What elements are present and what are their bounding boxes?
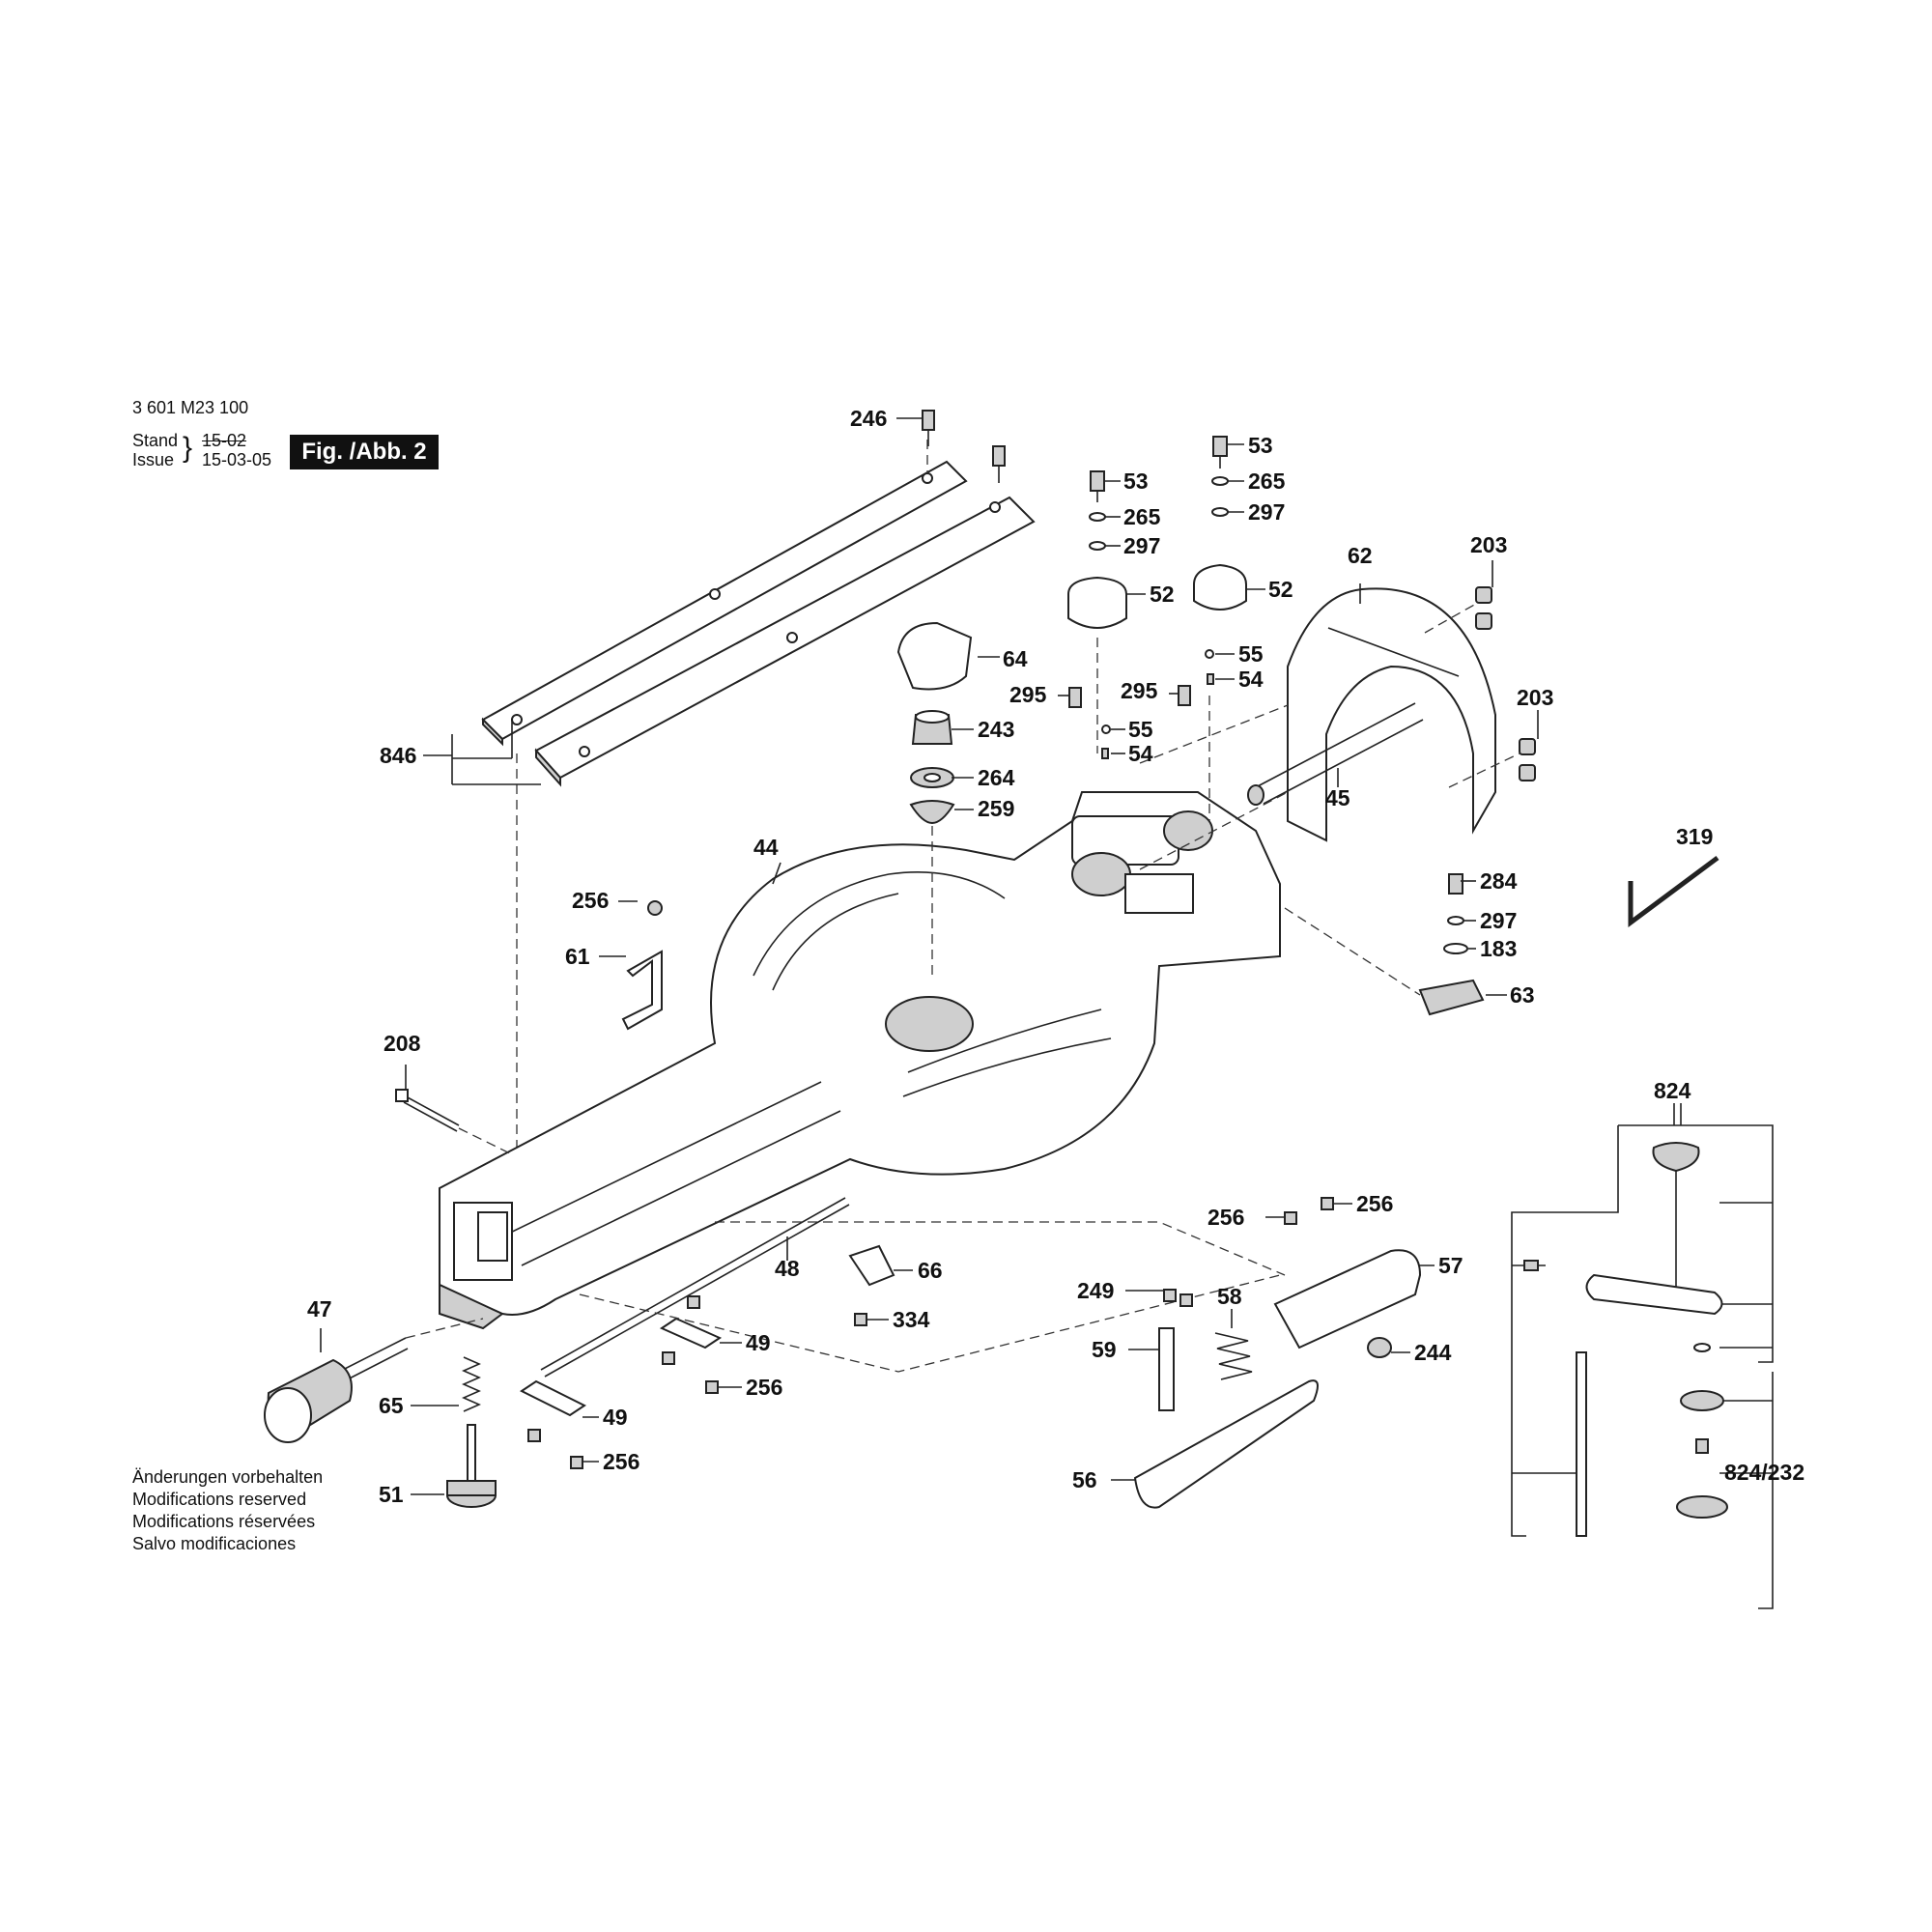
washer-264 <box>910 767 954 788</box>
note-de: Änderungen vorbehalten <box>132 1467 324 1487</box>
screws-256-249 <box>1163 1197 1334 1307</box>
callout-64: 64 <box>1003 646 1028 671</box>
clamp-assembly-824 <box>1511 1124 1774 1609</box>
washer-259 <box>909 800 955 825</box>
callout-249: 249 <box>1077 1278 1114 1303</box>
callout-59: 59 <box>1092 1337 1117 1362</box>
base-44 <box>439 791 1281 1330</box>
callouts: 246 846 64 243 264 259 53 265 297 52 53 … <box>307 406 1804 1507</box>
callout-49b: 49 <box>603 1405 628 1430</box>
callout-57: 57 <box>1438 1253 1463 1278</box>
brace-glyph: } <box>183 432 193 464</box>
handle-47 <box>264 1337 409 1443</box>
callout-295b: 295 <box>1121 678 1158 703</box>
bracket-59 <box>1158 1327 1175 1411</box>
bracket-61 <box>621 900 663 1031</box>
leader-lines <box>320 417 1682 1495</box>
callout-55b: 55 <box>1128 717 1153 742</box>
bearing-stack-left <box>1067 470 1127 759</box>
callout-53a: 53 <box>1123 469 1149 494</box>
rod-48 <box>540 1197 850 1378</box>
clamp-stack-63 <box>1418 873 1485 1016</box>
callout-54a: 54 <box>1238 667 1264 692</box>
callout-297a: 297 <box>1123 533 1160 558</box>
callout-824-232: 824/232 <box>1724 1460 1804 1485</box>
callout-297b: 297 <box>1248 499 1285 525</box>
callout-63: 63 <box>1510 982 1535 1008</box>
callout-246: 246 <box>850 406 887 431</box>
modification-notes: Änderungen vorbehalten Modifications res… <box>132 1466 323 1555</box>
callout-66: 66 <box>918 1258 943 1283</box>
note-en: Modifications reserved <box>132 1490 307 1509</box>
callout-244: 244 <box>1414 1340 1452 1365</box>
callout-203a: 203 <box>1470 532 1507 557</box>
callout-52a: 52 <box>1150 582 1175 607</box>
callout-265b: 265 <box>1248 469 1286 494</box>
callout-824: 824 <box>1654 1078 1691 1103</box>
bearing-stack-right <box>1178 436 1247 706</box>
callout-56: 56 <box>1072 1467 1097 1492</box>
callout-256d: 256 <box>1208 1205 1244 1230</box>
bevel-scale-62 <box>1287 587 1496 842</box>
screw-334 <box>854 1313 867 1326</box>
spring-58 <box>1214 1332 1253 1380</box>
note-fr: Modifications réservées <box>132 1512 316 1531</box>
callout-208: 208 <box>384 1031 421 1056</box>
callout-259: 259 <box>978 796 1014 821</box>
screws-203 <box>1475 586 1536 781</box>
plates-49 <box>520 1295 723 1469</box>
callout-44: 44 <box>753 835 779 860</box>
callout-45: 45 <box>1325 785 1350 810</box>
bracket-66 <box>848 1244 895 1287</box>
callout-62: 62 <box>1348 543 1373 568</box>
spring-65 <box>462 1356 481 1412</box>
callout-264: 264 <box>978 765 1015 790</box>
callout-284: 284 <box>1480 868 1518 894</box>
callout-48: 48 <box>775 1256 800 1281</box>
fence-rail-846 <box>481 460 1036 787</box>
callout-256b: 256 <box>746 1375 782 1400</box>
callout-203b: 203 <box>1517 685 1553 710</box>
note-es: Salvo modificaciones <box>132 1534 297 1553</box>
callout-256a: 256 <box>572 888 609 913</box>
callout-61: 61 <box>565 944 590 969</box>
guide-57 <box>1273 1249 1422 1358</box>
screw-top-rail <box>992 445 1006 483</box>
screw-246 <box>922 410 935 446</box>
callout-846: 846 <box>380 743 416 768</box>
callout-334: 334 <box>893 1307 930 1332</box>
knob-51 <box>446 1424 497 1508</box>
callout-53b: 53 <box>1248 433 1273 458</box>
callout-265a: 265 <box>1123 504 1161 529</box>
callout-183: 183 <box>1480 936 1517 961</box>
callout-319: 319 <box>1676 824 1713 849</box>
callout-51: 51 <box>379 1482 404 1507</box>
callout-52b: 52 <box>1268 577 1293 602</box>
cover-64 <box>896 621 973 691</box>
callout-55a: 55 <box>1238 641 1264 667</box>
nut-243 <box>911 710 953 745</box>
callout-297c: 297 <box>1480 908 1517 933</box>
callout-256e: 256 <box>1356 1191 1393 1216</box>
stand-date: 15-02 <box>202 431 247 450</box>
bolt-208 <box>395 1089 460 1132</box>
callout-58: 58 <box>1217 1284 1242 1309</box>
figure-label: Fig. /Abb. 2 <box>290 435 439 469</box>
callout-49a: 49 <box>746 1330 771 1355</box>
part-number: 3 601 M23 100 <box>132 398 249 417</box>
stand-label: Stand <box>132 431 179 450</box>
callout-65: 65 <box>379 1393 404 1418</box>
issue-label: Issue <box>132 450 175 469</box>
callout-47: 47 <box>307 1296 332 1321</box>
base-56 <box>1133 1379 1319 1509</box>
hex-key-319 <box>1628 855 1719 927</box>
callout-54b: 54 <box>1128 741 1153 766</box>
callout-256c: 256 <box>603 1449 639 1474</box>
shaft-45 <box>1247 702 1424 806</box>
issue-date: 15-03-05 <box>202 450 272 469</box>
callout-243: 243 <box>978 717 1014 742</box>
callout-295a: 295 <box>1009 682 1047 707</box>
